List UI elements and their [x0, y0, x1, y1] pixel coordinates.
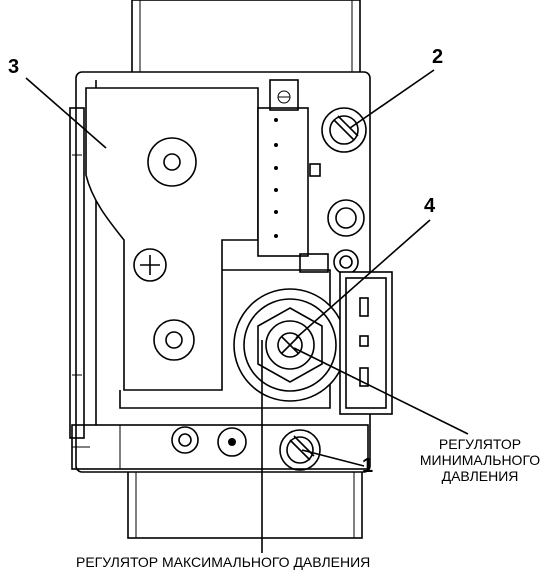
side-screw: [327, 199, 365, 237]
leader-4: [295, 219, 431, 339]
callout-1: 1: [362, 455, 374, 477]
right-plug: [339, 271, 393, 415]
leader-min-regulator: [293, 347, 469, 435]
min-regulator-label-line3: ДАВЛЕНИЯ: [441, 468, 519, 484]
left-plate: [85, 87, 259, 391]
screw-2: [321, 107, 367, 153]
leader-3: [25, 77, 107, 149]
pressure-regulator: [233, 288, 347, 402]
upper-connector: [257, 79, 321, 257]
bottom-pipe: [127, 469, 363, 539]
leader-1: [301, 449, 365, 467]
min-regulator-label-line2: МИНИМАЛЬНОГО: [419, 452, 541, 468]
callout-2: 2: [432, 46, 444, 68]
leader-2: [349, 69, 435, 129]
callout-3: 3: [8, 56, 20, 78]
top-pipe: [131, 0, 361, 77]
leader-lines: [25, 69, 469, 553]
bottom-fittings: [171, 426, 247, 457]
min-regulator-label: РЕГУЛЯТОР МИНИМАЛЬНОГО ДАВЛЕНИЯ: [412, 436, 548, 484]
max-regulator-label: РЕГУЛЯТОР МАКСИМАЛЬНОГО ДАВЛЕНИЯ: [76, 554, 371, 570]
callout-4: 4: [424, 195, 436, 217]
min-regulator-label-line1: РЕГУЛЯТОР: [438, 436, 522, 452]
